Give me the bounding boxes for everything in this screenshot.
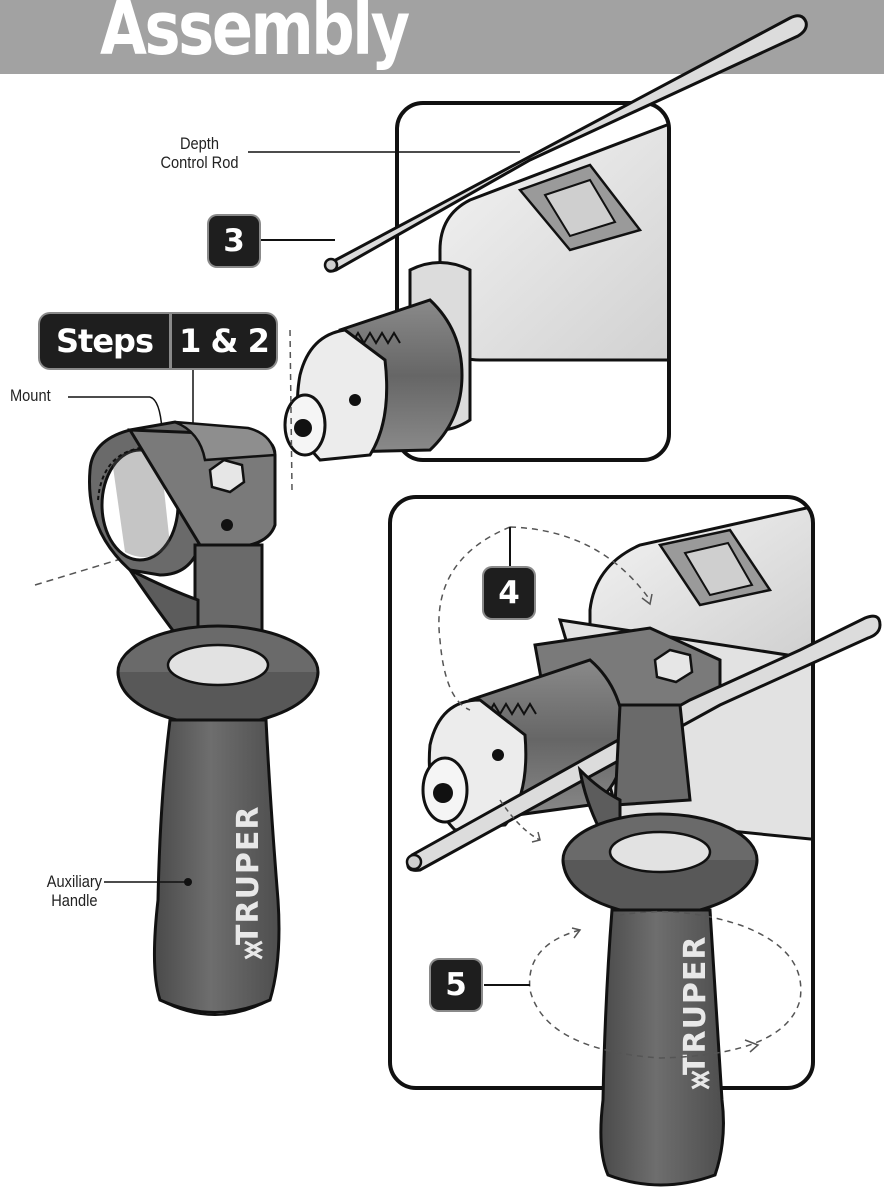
drill-top-group bbox=[283, 14, 808, 462]
auxiliary-handle-label-line2: Handle bbox=[51, 891, 98, 910]
brand-logo-left: TRUPER bbox=[231, 805, 266, 945]
depth-control-rod-label-line1: Depth bbox=[179, 134, 219, 153]
page-title: Assembly bbox=[100, 0, 410, 72]
depth-control-rod-label: Depth Control Rod bbox=[150, 134, 249, 172]
mount-label: Mount bbox=[10, 386, 51, 405]
chuck-top bbox=[283, 298, 464, 462]
panel-frame-top bbox=[395, 101, 671, 462]
steps-label-badge: Steps bbox=[42, 316, 167, 366]
auxiliary-handle-label: Auxiliary Handle bbox=[40, 872, 109, 910]
step-4-badge: 4 bbox=[486, 570, 532, 616]
step-3-badge: 3 bbox=[211, 218, 257, 264]
auxiliary-handle-left: TRUPER bbox=[88, 420, 320, 1016]
auxiliary-handle-label-line1: Auxiliary bbox=[46, 872, 103, 891]
panel-frame-bottom bbox=[388, 495, 815, 1090]
drill-bottom-group: TRUPER bbox=[388, 495, 882, 1187]
step-5-badge: 5 bbox=[433, 962, 479, 1008]
steps-numbers-badge: 1 & 2 bbox=[174, 316, 274, 366]
depth-control-rod-label-line2: Control Rod bbox=[160, 153, 239, 172]
brand-logo-right: TRUPER bbox=[678, 935, 713, 1075]
